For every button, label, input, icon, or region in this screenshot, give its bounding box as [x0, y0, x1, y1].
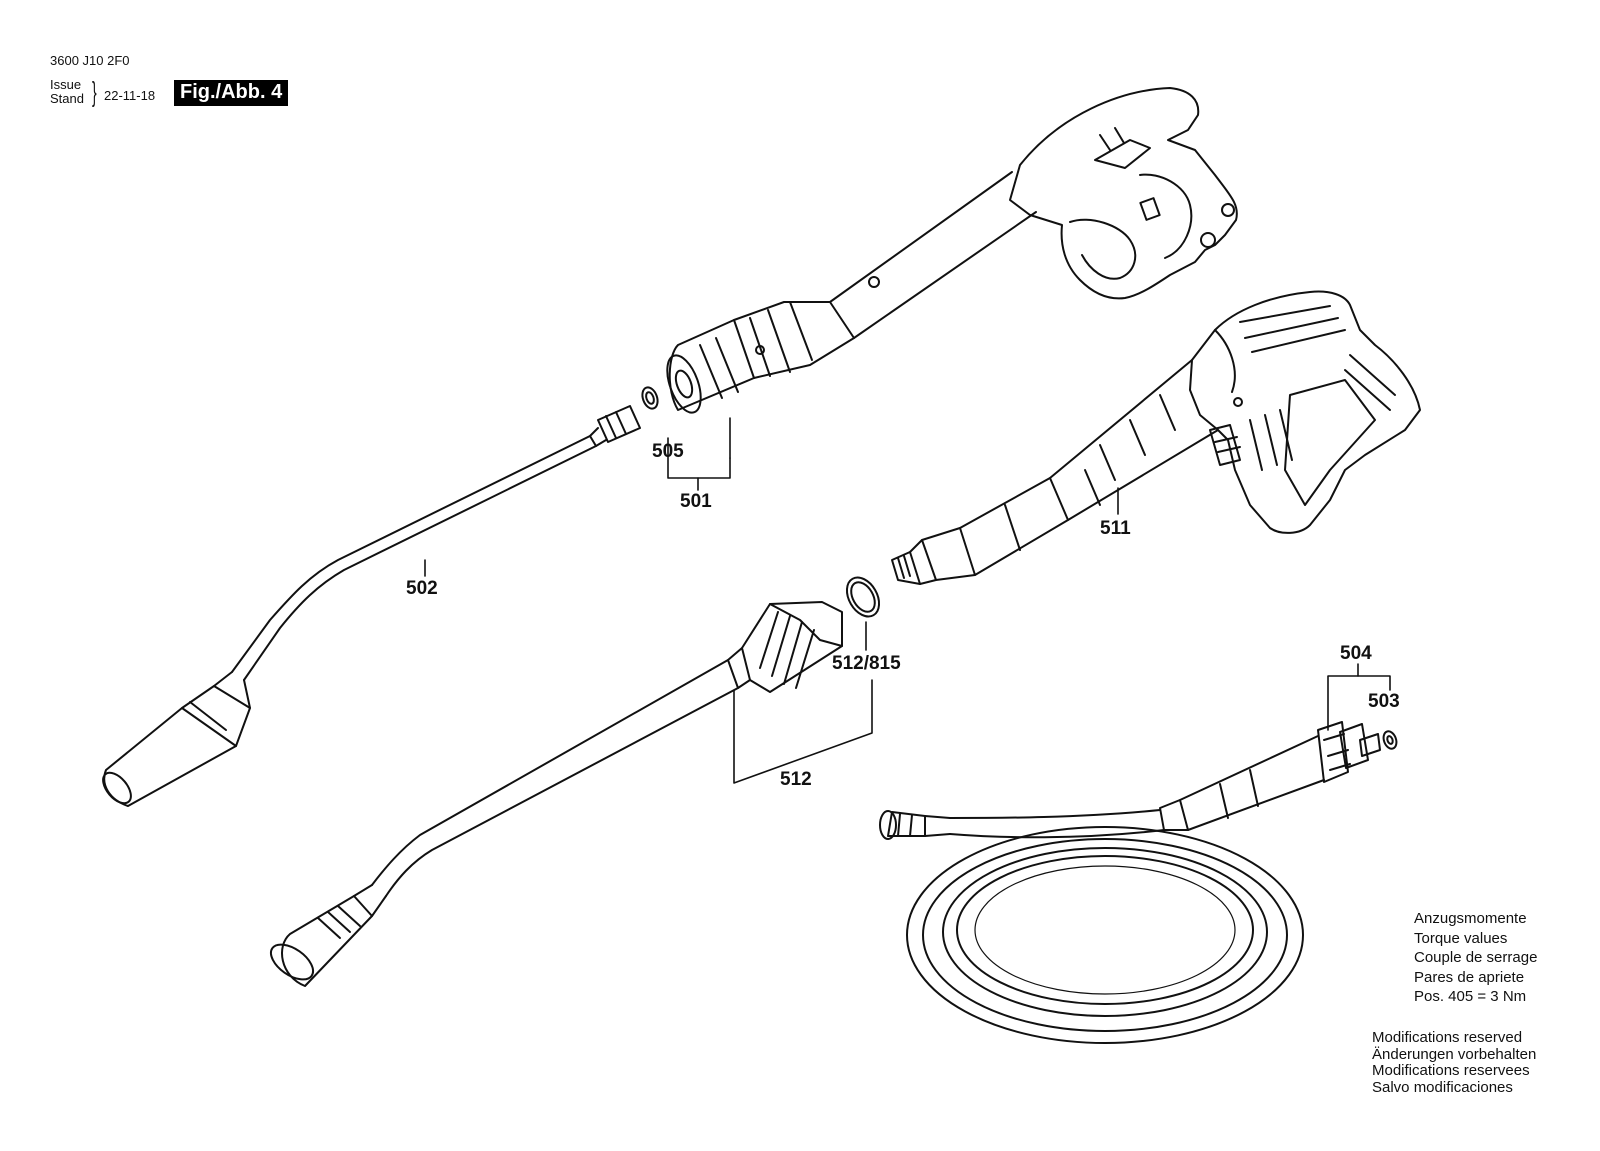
torque-note-line: Anzugsmomente [1414, 910, 1527, 927]
document-number: 3600 J10 2F0 [50, 53, 130, 68]
torque-note-line: Pares de apriete [1414, 968, 1525, 986]
callout-505: 505 [652, 441, 684, 462]
o-ring-512-815 [845, 576, 881, 618]
stand-label: Stand [50, 91, 84, 106]
spray-gun-lower [891, 290, 1421, 585]
modification-notes: Modifications reserved Änderungen vorbeh… [1372, 1029, 1537, 1096]
hose-504 [879, 721, 1381, 1044]
modification-note-line: Salvo modificaciones [1372, 1078, 1513, 1096]
torque-notes: Anzugsmomente Torque values Couple de se… [1414, 909, 1537, 1007]
modification-note-line: Modifications reserved [1372, 1029, 1523, 1046]
issue-stand-labels: Issue Stand [50, 78, 84, 106]
callout-512-815: 512/815 [832, 653, 901, 674]
callout-511: 511 [1100, 518, 1131, 539]
callout-502: 502 [406, 578, 438, 599]
spray-gun-upper [666, 87, 1238, 414]
lance-502 [102, 405, 641, 807]
modification-note-line: Modifications reservees [1372, 1062, 1530, 1079]
lance-512 [269, 601, 843, 987]
callout-503: 503 [1368, 691, 1400, 712]
seal-503 [1382, 730, 1398, 750]
o-ring-505 [641, 386, 659, 410]
brace-symbol: } [92, 76, 97, 107]
torque-note-line: Pos. 405 = 3 Nm [1414, 988, 1527, 1005]
callout-501: 501 [680, 491, 712, 512]
issue-label: Issue [50, 77, 82, 92]
torque-note-line: Torque values [1414, 929, 1508, 947]
torque-note-line: Couple de serrage [1414, 949, 1538, 966]
callout-504: 504 [1340, 643, 1372, 664]
modification-note-line: Änderungen vorbehalten [1372, 1045, 1537, 1063]
figure-badge: Fig./Abb. 4 [174, 80, 289, 106]
issue-date: 22-11-18 [104, 88, 156, 103]
callout-512: 512 [780, 769, 812, 790]
